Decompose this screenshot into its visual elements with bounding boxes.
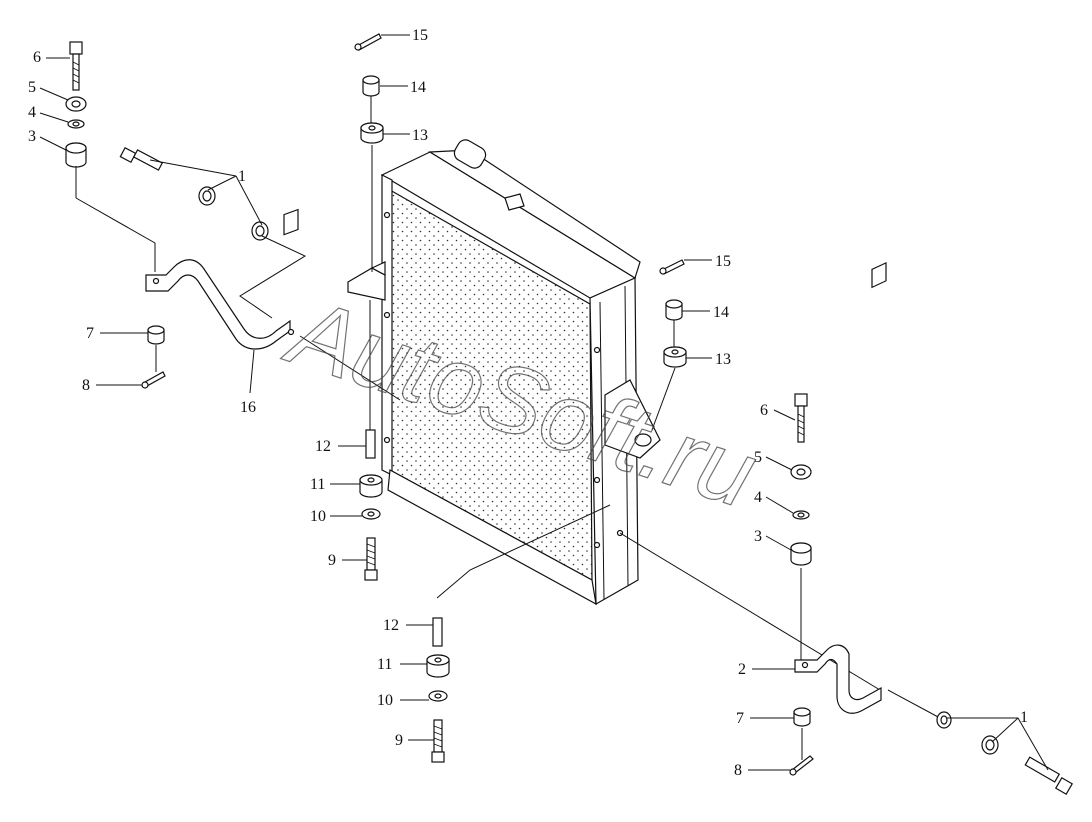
callout-7-right: 7 <box>736 710 744 727</box>
callout-9-center: 9 <box>395 732 403 749</box>
callout-5-right: 5 <box>754 449 762 466</box>
left-top-bolt-stack <box>65 41 156 272</box>
callout-3-left: 3 <box>28 128 36 145</box>
right-top-bolt-stack <box>790 393 812 660</box>
callout-5-left: 5 <box>28 79 36 96</box>
callout-4-right: 4 <box>754 489 762 506</box>
radiator-core <box>347 139 661 606</box>
callout-15-right: 15 <box>715 253 731 270</box>
callout-14-center: 14 <box>410 79 426 96</box>
callout-labels: 6 5 4 3 1 7 8 16 12 11 10 9 15 14 13 15 … <box>28 27 1028 779</box>
callout-3-right: 3 <box>754 528 762 545</box>
callout-1-left: 1 <box>238 168 246 185</box>
callout-13-right: 13 <box>715 351 731 368</box>
callout-12-center: 12 <box>383 617 399 634</box>
callout-9-left: 9 <box>328 552 336 569</box>
callout-11-left: 11 <box>310 476 325 493</box>
callout-4-left: 4 <box>28 104 36 121</box>
callout-8-right: 8 <box>734 762 742 779</box>
callout-leaders <box>39 34 1049 771</box>
callout-8-left: 8 <box>82 377 90 394</box>
right-mid-stack <box>651 259 687 431</box>
callout-10-left: 10 <box>310 508 326 525</box>
center-bottom-stack <box>426 504 611 763</box>
callout-11-center: 11 <box>377 656 392 673</box>
left-bottom-stack <box>359 300 383 581</box>
callout-10-center: 10 <box>377 692 393 709</box>
center-top-stack <box>354 33 384 272</box>
callout-14-right: 14 <box>713 304 729 321</box>
callout-15-center: 15 <box>412 27 428 44</box>
callout-7-left: 7 <box>86 325 94 342</box>
callout-6-left: 6 <box>33 49 41 66</box>
callout-13-center: 13 <box>412 127 428 144</box>
callout-1-right: 1 <box>1020 709 1028 726</box>
callout-2: 2 <box>738 661 746 678</box>
left-bracket-assembly <box>119 146 401 401</box>
callout-16: 16 <box>240 399 256 416</box>
callout-6-right: 6 <box>760 402 768 419</box>
right-bracket-assembly <box>619 261 1074 796</box>
callout-12-left: 12 <box>315 438 331 455</box>
